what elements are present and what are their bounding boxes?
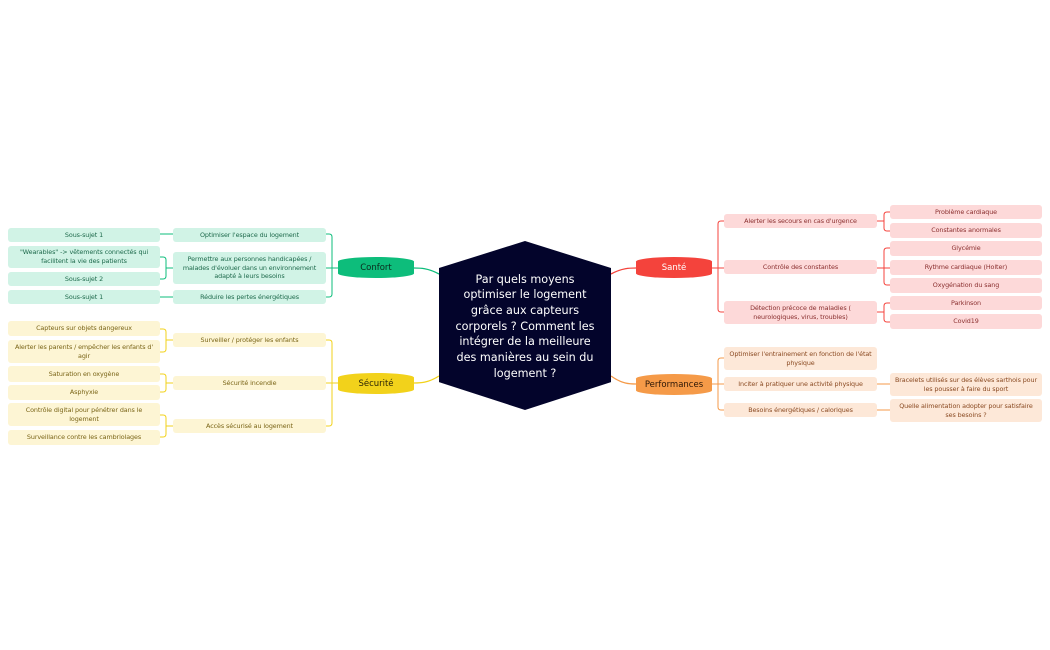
branch-securite[interactable]: Sécurité — [338, 373, 414, 394]
subtopic-alerter-secours[interactable]: Alerter les secours en cas d'urgence — [724, 214, 877, 228]
leaf-wearables[interactable]: "Wearables" -> vêtements connectés qui f… — [8, 246, 160, 268]
leaf-sous-sujet-1[interactable]: Sous-sujet 1 — [8, 228, 160, 242]
subtopic-personnes-handicapees[interactable]: Permettre aux personnes handicapées / ma… — [173, 252, 326, 284]
leaf-rythme-cardiaque[interactable]: Rythme cardiaque (Holter) — [890, 260, 1042, 275]
leaf-sous-sujet-1b[interactable]: Sous-sujet 1 — [8, 290, 160, 304]
leaf-glycemie[interactable]: Glycémie — [890, 241, 1042, 256]
leaf-saturation-oxygene[interactable]: Saturation en oxygène — [8, 366, 160, 382]
leaf-oxygenation-sang[interactable]: Oxygénation du sang — [890, 278, 1042, 293]
subtopic-detection-precoce[interactable]: Détection précoce de maladies ( neurolog… — [724, 301, 877, 324]
subtopic-securite-incendie[interactable]: Sécurité incendie — [173, 376, 326, 390]
subtopic-besoins-energetiques[interactable]: Besoins énergétiques / caloriques — [724, 403, 877, 417]
leaf-capteurs-objets[interactable]: Capteurs sur objets dangereux — [8, 321, 160, 336]
leaf-probleme-cardiaque[interactable]: Problème cardiaque — [890, 205, 1042, 219]
leaf-bracelets-eleves[interactable]: Bracelets utilisés sur des élèves sartho… — [890, 373, 1042, 396]
leaf-controle-digital[interactable]: Contrôle digital pour pénétrer dans le l… — [8, 403, 160, 426]
leaf-sous-sujet-2[interactable]: Sous-sujet 2 — [8, 272, 160, 286]
subtopic-controle-constantes[interactable]: Contrôle des constantes — [724, 260, 877, 274]
branch-confort[interactable]: Confort — [338, 257, 414, 278]
subtopic-optimiser-espace[interactable]: Optimiser l'espace du logement — [173, 228, 326, 242]
leaf-alerter-parents[interactable]: Alerter les parents / empêcher les enfan… — [8, 340, 160, 363]
subtopic-surveiller-enfants[interactable]: Surveiller / protéger les enfants — [173, 333, 326, 347]
leaf-asphyxie[interactable]: Asphyxie — [8, 385, 160, 400]
subtopic-inciter-activite[interactable]: Inciter à pratiquer une activité physiqu… — [724, 377, 877, 391]
central-topic-text: Par quels moyens optimiser le logement g… — [455, 272, 595, 380]
subtopic-acces-securise[interactable]: Accès sécurisé au logement — [173, 419, 326, 433]
leaf-parkinson[interactable]: Parkinson — [890, 296, 1042, 310]
central-topic[interactable]: Par quels moyens optimiser le logement g… — [439, 241, 611, 410]
subtopic-optimiser-entrainement[interactable]: Optimiser l'entrainement en fonction de … — [724, 347, 877, 370]
branch-sante[interactable]: Santé — [636, 257, 712, 278]
leaf-surveillance-cambriolages[interactable]: Surveillance contre les cambriolages — [8, 430, 160, 445]
leaf-alimentation[interactable]: Quelle alimentation adopter pour satisfa… — [890, 399, 1042, 422]
subtopic-pertes-energetiques[interactable]: Réduire les pertes énergétiques — [173, 290, 326, 304]
branch-performances[interactable]: Performances — [636, 374, 712, 395]
leaf-covid19[interactable]: Covid19 — [890, 314, 1042, 329]
leaf-constantes-anormales[interactable]: Constantes anormales — [890, 223, 1042, 238]
